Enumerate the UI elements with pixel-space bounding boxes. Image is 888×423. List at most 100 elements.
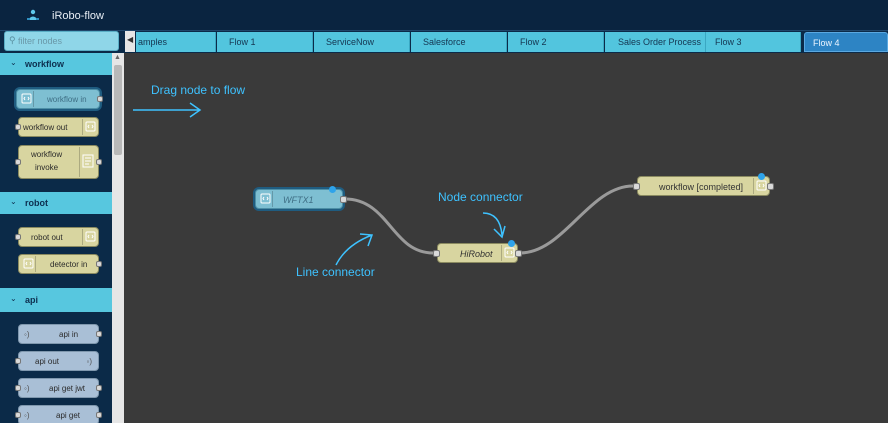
input-port[interactable] xyxy=(15,412,21,418)
flow-node-hirobot[interactable]: HiRobot xyxy=(433,240,522,263)
wires-layer xyxy=(344,184,634,255)
palette-node-workflow-in[interactable]: workflow in xyxy=(16,89,103,109)
palette-node-label: workflow in xyxy=(47,95,87,104)
broadcast-icon: ◦) xyxy=(24,384,30,393)
tab-label: Flow 4 xyxy=(813,38,840,48)
output-port[interactable] xyxy=(96,331,102,337)
category-api-header[interactable]: ⌄ api xyxy=(0,288,112,312)
broadcast-icon: ◦) xyxy=(24,330,30,339)
chevron-left-icon: ◀ xyxy=(127,35,134,44)
output-port[interactable] xyxy=(97,96,103,102)
wire-wftx1-to-hirobot xyxy=(344,197,434,255)
tab-label: ServiceNow xyxy=(326,37,375,47)
category-workflow-body: workflow in workflow out workflow invoke xyxy=(0,75,112,187)
workflow-node-icon xyxy=(258,191,273,207)
wire-hirobot-to-completed xyxy=(519,184,634,255)
palette-node-workflow-out[interactable]: workflow out xyxy=(15,117,99,137)
output-port[interactable] xyxy=(96,385,102,391)
input-port[interactable] xyxy=(15,234,21,240)
tab-flow-3[interactable]: Flow 3 xyxy=(706,32,801,52)
category-api-body: ◦) api in api out ◦) ◦) api get jwt ◦) a… xyxy=(0,312,112,423)
workflow-node-icon xyxy=(19,91,34,107)
input-port[interactable] xyxy=(15,159,21,165)
output-port[interactable] xyxy=(767,183,774,190)
tab-salesforce[interactable]: Salesforce xyxy=(411,32,507,52)
changed-indicator xyxy=(758,173,765,180)
palette-node-api-get-jwt[interactable]: ◦) api get jwt xyxy=(15,378,102,398)
flow-node-label: HiRobot xyxy=(460,249,493,259)
search-icon: ⚲ xyxy=(9,35,16,45)
flow-node-wftx1[interactable]: WFTX1 xyxy=(255,186,347,209)
tab-label: Flow 1 xyxy=(229,37,256,47)
broadcast-icon: ◦) xyxy=(24,411,30,420)
scrollbar-thumb[interactable] xyxy=(114,65,122,155)
changed-indicator xyxy=(329,186,336,193)
output-port[interactable] xyxy=(96,159,102,165)
header-bar: iRobo-flow xyxy=(0,0,888,31)
tab-label: Salesforce xyxy=(423,37,466,47)
tab-label: Sales Order Process xyxy=(618,37,702,47)
tab-servicenow[interactable]: ServiceNow xyxy=(314,32,410,52)
palette-scrollbar[interactable]: ▲ xyxy=(112,53,124,423)
flow-node-label: WFTX1 xyxy=(283,195,314,205)
palette-node-api-in[interactable]: ◦) api in xyxy=(18,324,102,344)
detector-node-icon xyxy=(21,256,36,272)
palette-node-robot-out[interactable]: robot out xyxy=(15,227,99,247)
output-port[interactable] xyxy=(340,196,347,203)
palette-node-api-get[interactable]: ◦) api get xyxy=(15,405,102,423)
robot-node-icon xyxy=(501,245,516,261)
flow-node-label: workflow [completed] xyxy=(659,182,744,192)
workflow-node-icon xyxy=(82,119,97,135)
flow-canvas[interactable]: Drag node to flow Node connector Line co… xyxy=(124,53,888,423)
category-workflow-header[interactable]: ⌄ workflow xyxy=(0,53,112,75)
line-connector-annotation: Line connector xyxy=(296,265,375,279)
chevron-down-icon: ⌄ xyxy=(10,294,17,303)
palette-node-label: workflow out xyxy=(23,123,68,132)
output-port[interactable] xyxy=(96,412,102,418)
category-robot-header[interactable]: ⌄ robot xyxy=(0,192,112,214)
palette-node-label: workflow xyxy=(31,150,63,159)
output-port[interactable] xyxy=(96,261,102,267)
tab-flow-2[interactable]: Flow 2 xyxy=(508,32,604,52)
tab-examples[interactable]: amples xyxy=(136,32,216,52)
palette-node-label: api out xyxy=(35,357,60,366)
category-label: workflow xyxy=(25,59,65,69)
workflow-node-icon xyxy=(753,178,768,194)
output-port[interactable] xyxy=(515,250,522,257)
right-arrow-icon xyxy=(133,102,202,118)
chevron-down-icon: ⌄ xyxy=(10,197,17,206)
tab-sales-order-process[interactable]: Sales Order Process xyxy=(605,32,706,52)
tab-label: Flow 3 xyxy=(715,37,742,47)
palette-node-label: robot out xyxy=(31,233,63,242)
palette-node-detector-in[interactable]: detector in xyxy=(18,254,102,274)
tab-scroll-left-button[interactable]: ◀ xyxy=(125,31,135,52)
tab-label: Flow 2 xyxy=(520,37,547,47)
palette-node-label: api get xyxy=(56,411,81,420)
curved-arrow-icon xyxy=(482,212,506,239)
robot-node-icon xyxy=(82,229,97,245)
palette-node-workflow-invoke[interactable]: workflow invoke xyxy=(15,145,102,179)
input-port[interactable] xyxy=(433,250,440,257)
node-connector-annotation: Node connector xyxy=(438,190,523,204)
scroll-up-arrow-icon[interactable]: ▲ xyxy=(114,54,121,61)
category-label: robot xyxy=(25,198,48,208)
input-port[interactable] xyxy=(15,385,21,391)
filter-nodes-input[interactable]: ⚲ filter nodes xyxy=(4,31,119,51)
palette-node-api-out[interactable]: api out ◦) xyxy=(15,351,99,371)
tab-label: amples xyxy=(138,37,168,47)
input-port[interactable] xyxy=(15,358,21,364)
input-port[interactable] xyxy=(15,124,21,130)
app-title: iRobo-flow xyxy=(52,10,104,22)
input-port[interactable] xyxy=(633,183,640,190)
curved-arrow-icon xyxy=(335,233,374,266)
category-robot-body: robot out detector in xyxy=(0,214,112,282)
palette-node-label: api in xyxy=(59,330,79,339)
flow-node-workflow-completed[interactable]: workflow [completed] xyxy=(633,173,774,196)
drag-node-annotation: Drag node to flow xyxy=(151,83,246,97)
broadcast-icon: ◦) xyxy=(86,357,93,366)
tab-flow-1[interactable]: Flow 1 xyxy=(217,32,313,52)
tab-flow-4[interactable]: Flow 4 xyxy=(804,32,888,52)
palette-node-label: api get jwt xyxy=(49,384,86,393)
filter-placeholder: filter nodes xyxy=(18,36,63,46)
